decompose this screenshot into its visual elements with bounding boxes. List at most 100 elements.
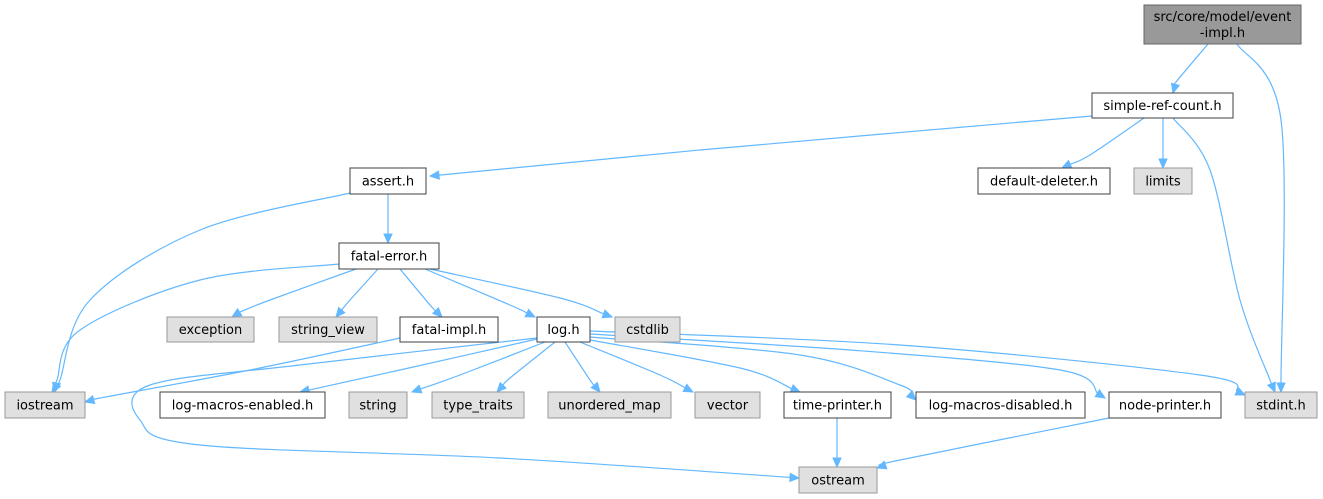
node-box — [798, 466, 878, 494]
node-box — [1091, 92, 1234, 119]
node-node-printer[interactable]: node-printer.h — [1108, 391, 1222, 419]
node-label: fatal-impl.h — [412, 323, 486, 338]
edge-fatal-error-to-log — [424, 268, 537, 318]
edge-log-to-type_traits — [496, 341, 556, 393]
node-label: -impl.h — [1200, 26, 1245, 41]
node-label: ostream — [811, 474, 865, 489]
edge-arrowhead — [51, 381, 62, 394]
edge-arrowhead — [789, 472, 801, 483]
edge-line — [340, 268, 379, 312]
node-box — [159, 391, 326, 419]
node-event-impl[interactable]: src/core/model/event-impl.h — [1143, 4, 1302, 45]
node-label: string_view — [291, 323, 365, 338]
node-label: time-printer.h — [793, 399, 882, 414]
node-assert[interactable]: assert.h — [349, 167, 427, 195]
node-log[interactable]: log.h — [536, 316, 591, 343]
node-label: iostream — [16, 399, 73, 414]
edge-arrowhead — [496, 381, 507, 393]
node-box — [348, 391, 408, 419]
node-box — [915, 391, 1086, 419]
edge-arrowhead — [1170, 82, 1181, 95]
node-box — [278, 316, 378, 343]
node-fatal-error[interactable]: fatal-error.h — [338, 242, 440, 270]
edge-arrowhead — [682, 383, 695, 393]
node-fatal-impl[interactable]: fatal-impl.h — [399, 316, 499, 343]
edge-arrowhead — [1276, 382, 1286, 394]
node-label: string — [359, 399, 396, 414]
edge-line — [424, 268, 529, 315]
edge-log-to-unordered_map — [564, 341, 601, 393]
edge-line — [429, 268, 605, 315]
node-stdint: stdint.h — [1244, 391, 1318, 419]
edge-arrowhead — [789, 384, 802, 393]
node-label: stdint.h — [1256, 399, 1305, 414]
edge-fatal-error-to-fatal-impl — [399, 268, 443, 318]
edge-arrowhead — [601, 309, 614, 319]
node-time-printer[interactable]: time-printer.h — [783, 391, 892, 419]
edge-simple-ref-count-to-limits — [1158, 118, 1168, 170]
edge-arrowhead — [431, 306, 443, 318]
edge-arrowhead — [875, 460, 888, 470]
node-box — [338, 242, 440, 270]
node-box — [783, 391, 892, 419]
edge-fatal-error-to-exception — [230, 268, 357, 318]
edge-arrowhead — [1060, 159, 1073, 169]
edge-arrowhead — [905, 390, 917, 401]
node-box — [166, 316, 255, 343]
node-ostream: ostream — [798, 466, 878, 494]
node-box — [977, 167, 1111, 195]
edge-arrowhead — [524, 308, 537, 318]
node-box — [1244, 391, 1318, 419]
node-cstdlib: cstdlib — [614, 316, 681, 343]
node-label: exception — [179, 323, 243, 338]
node-default-deleter[interactable]: default-deleter.h — [977, 167, 1111, 195]
node-string_view: string_view — [278, 316, 378, 343]
node-log-macros-enabled[interactable]: log-macros-enabled.h — [159, 391, 326, 419]
edge-line — [85, 337, 401, 402]
edges-layer — [51, 43, 1286, 483]
node-vector: vector — [694, 391, 761, 419]
node-label: fatal-error.h — [351, 250, 428, 265]
edge-event-impl-to-simple-ref-count — [1170, 43, 1209, 95]
node-label: node-printer.h — [1119, 399, 1211, 414]
node-label: assert.h — [362, 175, 414, 190]
node-box — [1143, 4, 1302, 45]
edge-line — [236, 268, 357, 314]
edge-simple-ref-count-to-assert — [428, 115, 1093, 180]
edge-line — [589, 339, 793, 390]
edge-arrowhead — [83, 394, 96, 405]
edge-line — [307, 338, 538, 391]
edge-line — [437, 115, 1093, 176]
edge-arrowhead — [1266, 381, 1276, 394]
edge-line — [589, 330, 1239, 393]
edge-arrowhead — [428, 170, 440, 180]
node-box — [547, 391, 672, 419]
node-label: log.h — [547, 323, 579, 338]
node-box — [4, 391, 86, 419]
edge-arrowhead — [335, 306, 346, 318]
edge-arrowhead — [1158, 158, 1168, 170]
node-simple-ref-count[interactable]: simple-ref-count.h — [1091, 92, 1234, 119]
node-limits: limits — [1133, 167, 1193, 195]
edge-line — [1069, 117, 1145, 166]
edge-line — [1172, 117, 1274, 389]
edge-line — [579, 341, 687, 389]
edge-fatal-impl-to-iostream — [83, 337, 401, 405]
edge-log-to-stdint — [589, 330, 1247, 396]
edge-line — [1172, 43, 1209, 87]
node-box — [399, 316, 499, 343]
node-box — [1108, 391, 1222, 419]
edge-line — [399, 268, 437, 312]
node-string: string — [348, 391, 408, 419]
edge-assert-to-fatal-error — [383, 193, 393, 245]
node-label: src/core/model/event — [1154, 10, 1292, 25]
edge-arrowhead — [383, 233, 393, 245]
edge-fatal-error-to-cstdlib — [429, 268, 614, 319]
edge-line — [1236, 43, 1285, 401]
node-log-macros-disabled[interactable]: log-macros-disabled.h — [915, 391, 1086, 419]
edge-simple-ref-count-to-default-deleter — [1060, 117, 1145, 169]
node-box — [431, 391, 525, 419]
edge-fatal-error-to-string_view — [335, 268, 379, 318]
edge-arrowhead — [410, 384, 423, 394]
node-label: log-macros-enabled.h — [172, 399, 313, 414]
